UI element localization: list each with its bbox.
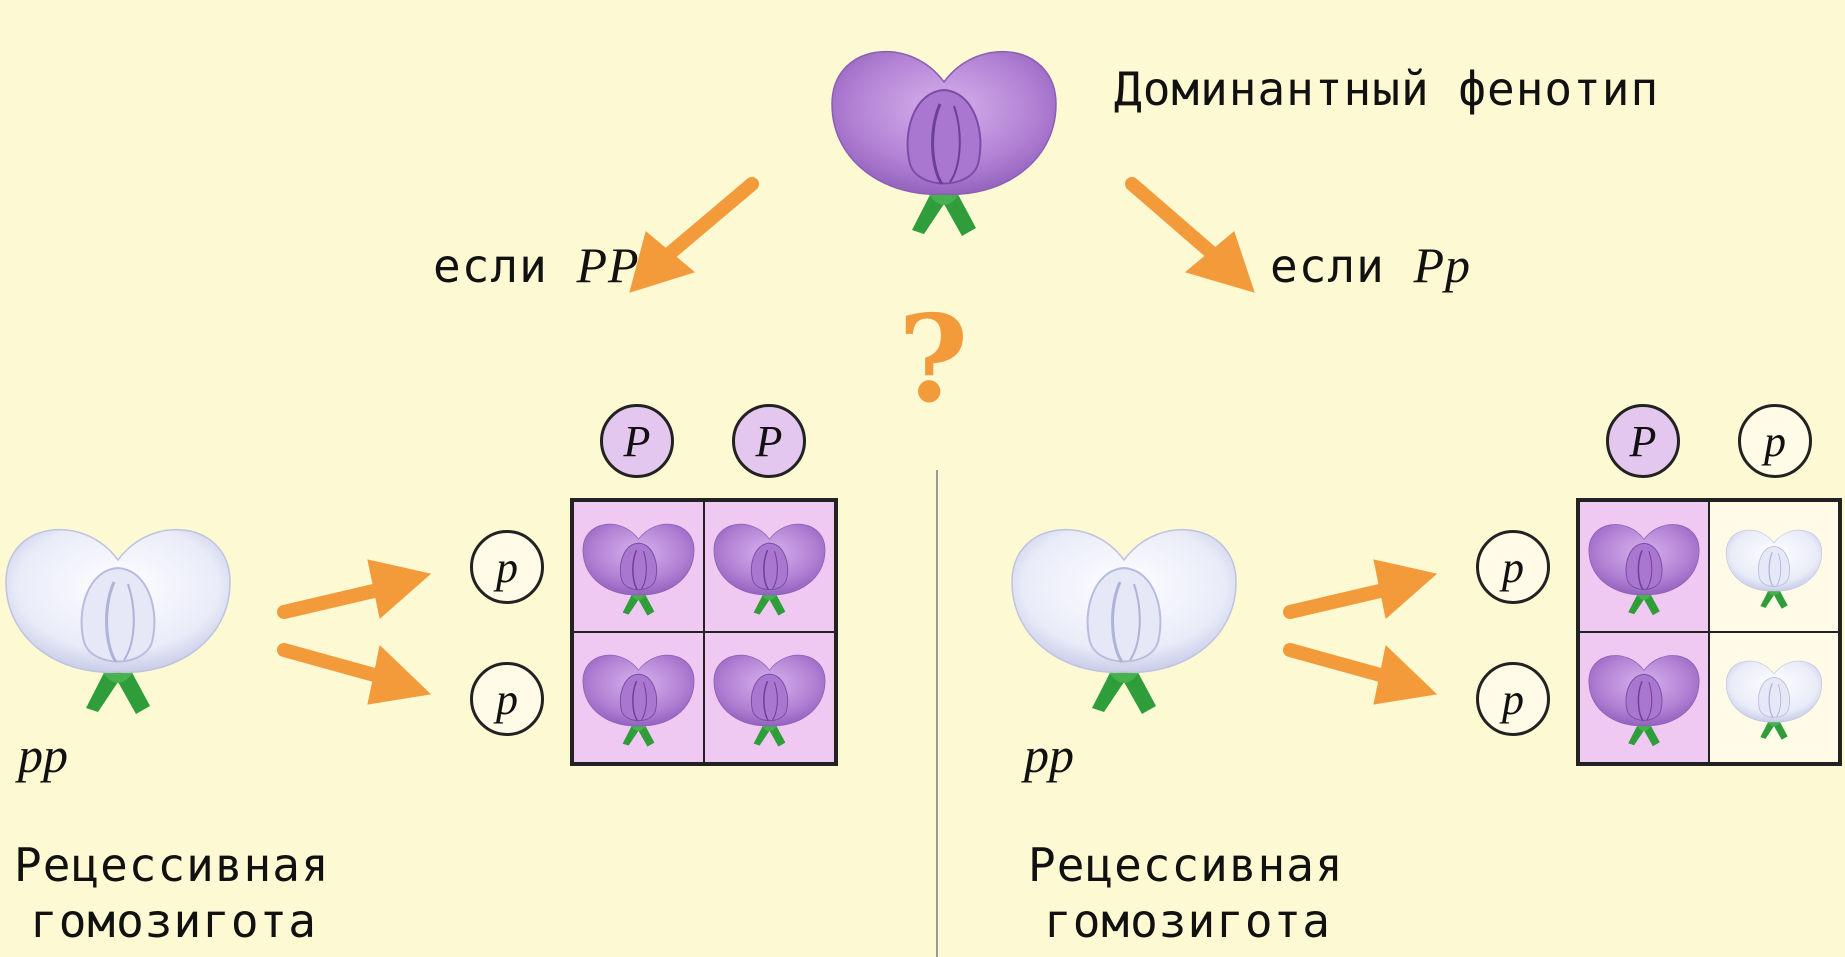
arrow-right-branch (1125, 177, 1255, 293)
right-col-allele-1: P (1606, 404, 1680, 478)
left-gamete-arrows (277, 559, 432, 705)
right-offspring-2 (1709, 501, 1839, 632)
left-recessive-flower (4, 528, 232, 716)
white-flower-icon (1725, 529, 1823, 610)
left-parent-genotype: pp (18, 727, 68, 783)
white-flower-icon (1725, 660, 1823, 741)
right-offspring-3 (1579, 632, 1709, 763)
arrow-left-branch (629, 177, 759, 293)
question-mark: ? (898, 289, 969, 430)
purple-flower-icon (582, 523, 695, 617)
left-offspring-1 (573, 501, 704, 632)
left-punnett-grid (570, 498, 838, 766)
left-col-allele-2: P (732, 404, 806, 478)
purple-flower-icon (1588, 654, 1700, 747)
left-branch-genotype: PP (576, 237, 640, 293)
right-branch-prefix: если (1270, 239, 1414, 293)
right-row-allele-1: p (1476, 530, 1550, 604)
left-offspring-2 (704, 501, 835, 632)
right-branch-label: если Pp (1270, 236, 1471, 294)
left-caption-line2: гомозигота (30, 894, 317, 948)
right-punnett-grid (1576, 498, 1842, 766)
left-col-allele-1: P (600, 404, 674, 478)
right-caption-line2: гомозигота (1044, 894, 1331, 948)
left-row-allele-1: p (470, 530, 544, 604)
purple-flower-icon (713, 654, 826, 748)
right-caption-line1: Рецессивная (1028, 838, 1344, 892)
purple-flower-icon (582, 654, 695, 748)
right-parent-genotype: pp (1024, 727, 1074, 783)
right-branch-genotype: Pp (1413, 237, 1472, 293)
right-offspring-4 (1709, 632, 1839, 763)
left-branch-prefix: если (433, 239, 577, 293)
purple-flower-icon (1588, 523, 1700, 616)
right-gamete-arrows (1283, 559, 1438, 705)
dominant-phenotype-title: Доминантный фенотип (1114, 62, 1660, 116)
left-offspring-3 (573, 632, 704, 763)
left-branch-label: если PP (433, 236, 640, 294)
right-row-allele-2: p (1476, 662, 1550, 736)
purple-flower-icon (713, 523, 826, 617)
right-offspring-1 (1579, 501, 1709, 632)
right-col-allele-2: p (1738, 404, 1812, 478)
left-offspring-4 (704, 632, 835, 763)
right-recessive-flower (1010, 528, 1238, 716)
dominant-flower (830, 50, 1058, 238)
left-caption-line1: Рецессивная (14, 838, 330, 892)
left-row-allele-2: p (470, 662, 544, 736)
